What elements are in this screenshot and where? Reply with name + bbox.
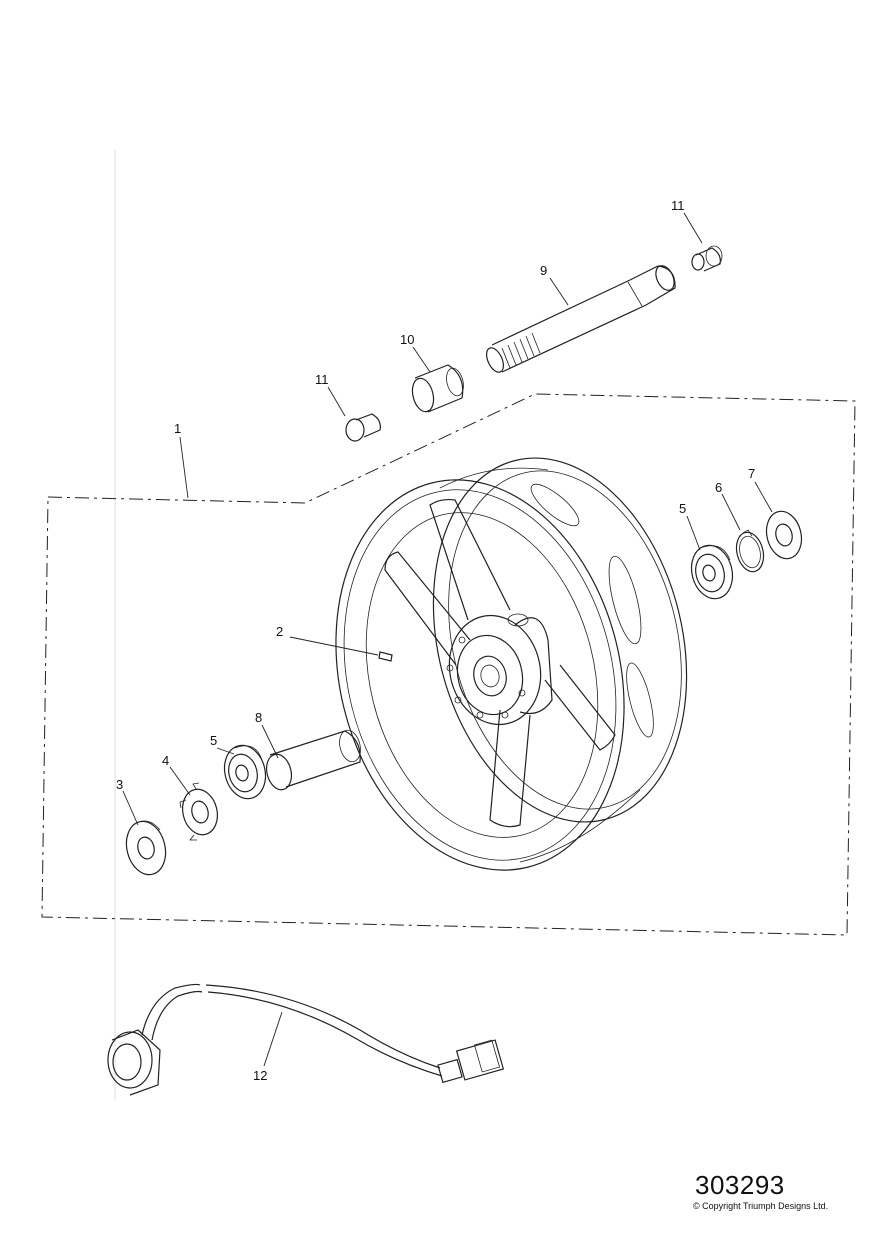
- lock-washer-4: [179, 782, 219, 841]
- spacer-8: [265, 729, 361, 791]
- circlip-6: [735, 529, 765, 573]
- callout-9: 9: [540, 263, 547, 278]
- plug-11-left: [345, 413, 381, 442]
- callout-11-left: 11: [315, 372, 329, 387]
- assembly-boundary: [41, 393, 856, 936]
- callout-1: 1: [174, 421, 181, 436]
- washer-7: [765, 510, 803, 560]
- callout-11-right: 11: [671, 198, 685, 213]
- callout-4: 4: [162, 753, 169, 768]
- callout-3: 3: [116, 777, 123, 792]
- drawing-number: 303293: [695, 1170, 785, 1200]
- spacer-10: [411, 364, 464, 413]
- wheel-speed-sensor-12: [107, 983, 505, 1096]
- callout-7: 7: [748, 466, 755, 481]
- callout-12: 12: [253, 1068, 267, 1083]
- copyright-notice: © Copyright Triumph Designs Ltd.: [693, 1201, 829, 1211]
- callout-6: 6: [715, 480, 722, 495]
- bearing-5-left: [223, 744, 267, 800]
- callout-10: 10: [400, 332, 414, 347]
- callout-5-left: 5: [210, 733, 217, 748]
- bearing-5-right: [690, 544, 734, 600]
- callout-5-right: 5: [679, 501, 686, 516]
- axle-9: [486, 265, 676, 373]
- callout-2: 2: [276, 624, 283, 639]
- front-wheel: [335, 457, 688, 871]
- washer-3: [125, 820, 167, 876]
- plug-11-right: [691, 245, 723, 272]
- leader-lines: [122, 212, 773, 1067]
- callout-8: 8: [255, 710, 262, 725]
